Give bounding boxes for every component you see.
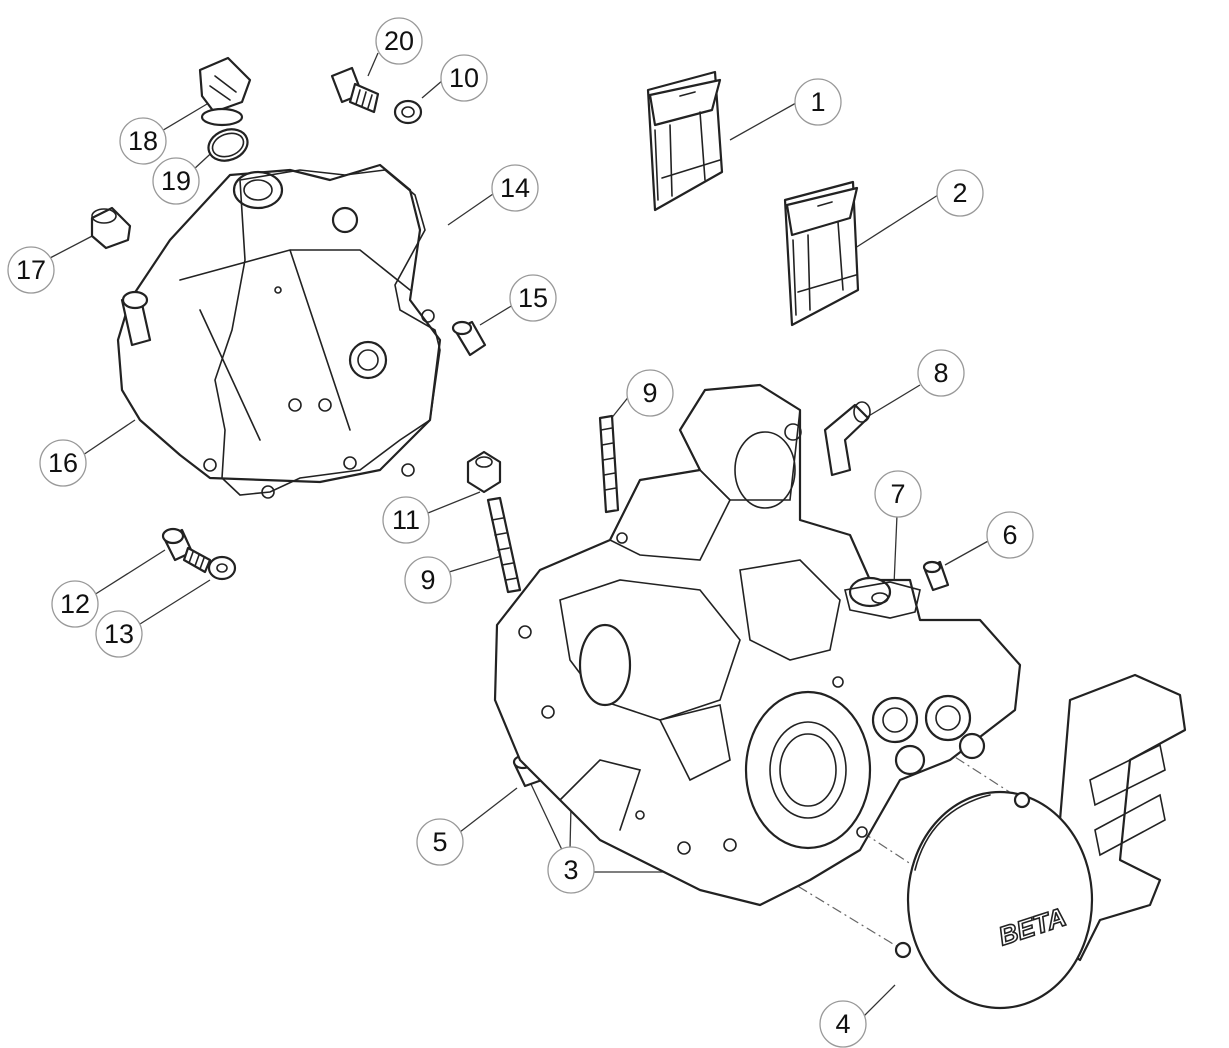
callout-11-label: 11 bbox=[392, 505, 420, 535]
callout-7-label: 7 bbox=[890, 479, 905, 509]
part-13-washer bbox=[207, 555, 237, 581]
callout-7: 7 bbox=[874, 470, 922, 518]
part-16-clutch-cover bbox=[116, 163, 442, 484]
callout-6: 6 bbox=[986, 511, 1034, 559]
callout-16-label: 16 bbox=[48, 448, 78, 478]
part-10-washer bbox=[393, 99, 423, 125]
leader-11 bbox=[427, 491, 481, 514]
part-11-nut bbox=[466, 450, 502, 494]
leader-7 bbox=[893, 514, 898, 586]
part-4-ignition-cover: BETA bbox=[894, 673, 1187, 1010]
part-15-dowel bbox=[451, 320, 487, 357]
part-1-reed-packet bbox=[646, 70, 724, 212]
callout-2-label: 2 bbox=[952, 178, 967, 208]
part-3-crankcase bbox=[493, 383, 1022, 907]
part-19-o-ring bbox=[207, 128, 249, 162]
part-2-reed-packet bbox=[783, 180, 860, 327]
callout-12: 12 bbox=[51, 580, 99, 628]
part-14-gasket bbox=[214, 169, 441, 499]
callout-badges: 1 2 3 4 5 6 7 8 9 9 10 11 12 13 14 15 16… bbox=[7, 17, 1034, 1048]
callout-20-label: 20 bbox=[384, 26, 414, 56]
callout-17-label: 17 bbox=[16, 255, 46, 285]
callout-1-label: 1 bbox=[810, 87, 825, 117]
leader-20 bbox=[367, 52, 379, 77]
callout-15: 15 bbox=[509, 274, 557, 322]
leader-2 bbox=[851, 194, 939, 251]
callout-19-label: 19 bbox=[161, 166, 191, 196]
callout-14-label: 14 bbox=[500, 173, 530, 203]
callout-9-upper-label: 9 bbox=[642, 378, 657, 408]
callout-3: 3 bbox=[547, 846, 595, 894]
leader-13 bbox=[139, 579, 211, 625]
leader-14 bbox=[447, 193, 494, 226]
callout-13: 13 bbox=[95, 610, 143, 658]
leader-9b bbox=[448, 554, 506, 573]
callout-10: 10 bbox=[440, 54, 488, 102]
callout-12-label: 12 bbox=[60, 589, 90, 619]
part-18-filler-cap bbox=[198, 56, 252, 127]
callout-3-label: 3 bbox=[563, 855, 578, 885]
assembly-line-3 bbox=[861, 831, 921, 871]
leader-6 bbox=[944, 539, 991, 566]
part-9-stud-upper bbox=[598, 414, 620, 514]
callout-9-upper: 9 bbox=[626, 369, 674, 417]
callout-19: 19 bbox=[152, 157, 200, 205]
leader-16 bbox=[82, 419, 136, 456]
callout-17: 17 bbox=[7, 246, 55, 294]
leader-15 bbox=[479, 304, 514, 326]
callout-9-lower: 9 bbox=[404, 556, 452, 604]
callout-15-label: 15 bbox=[518, 283, 548, 313]
part-7-gasket bbox=[844, 581, 921, 619]
part-6-dowel bbox=[922, 560, 950, 592]
leader-10 bbox=[421, 79, 444, 99]
leader-5 bbox=[459, 787, 518, 833]
leader-8 bbox=[861, 384, 921, 421]
callout-13-label: 13 bbox=[104, 619, 134, 649]
part-12-screw bbox=[161, 527, 212, 574]
callout-11: 11 bbox=[382, 496, 430, 544]
callout-1: 1 bbox=[794, 78, 842, 126]
part-9-stud-left bbox=[486, 496, 522, 594]
leader-18 bbox=[159, 103, 208, 133]
leader-17 bbox=[49, 232, 99, 259]
leader-1 bbox=[729, 102, 797, 141]
callout-20: 20 bbox=[375, 17, 423, 65]
callout-5-label: 5 bbox=[432, 827, 447, 857]
leader-9a bbox=[609, 394, 631, 421]
callout-14: 14 bbox=[491, 164, 539, 212]
callout-4-label: 4 bbox=[835, 1009, 850, 1039]
leader-3c bbox=[529, 781, 564, 853]
callout-4: 4 bbox=[819, 1000, 867, 1048]
callout-8-label: 8 bbox=[933, 358, 948, 388]
leader-4 bbox=[859, 984, 896, 1021]
callout-18: 18 bbox=[119, 117, 167, 165]
callout-16: 16 bbox=[39, 439, 87, 487]
callout-18-label: 18 bbox=[128, 126, 158, 156]
callout-8: 8 bbox=[917, 349, 965, 397]
callout-5: 5 bbox=[416, 818, 464, 866]
assembly-line-2 bbox=[729, 844, 904, 951]
part-8-elbow-fitting bbox=[823, 401, 871, 477]
leader-12 bbox=[93, 549, 166, 596]
part-17-plug bbox=[90, 206, 132, 250]
callout-2: 2 bbox=[936, 169, 984, 217]
callout-6-label: 6 bbox=[1002, 520, 1017, 550]
part-20-bolt bbox=[330, 66, 380, 114]
callout-10-label: 10 bbox=[449, 63, 479, 93]
callout-9-lower-label: 9 bbox=[420, 565, 435, 595]
